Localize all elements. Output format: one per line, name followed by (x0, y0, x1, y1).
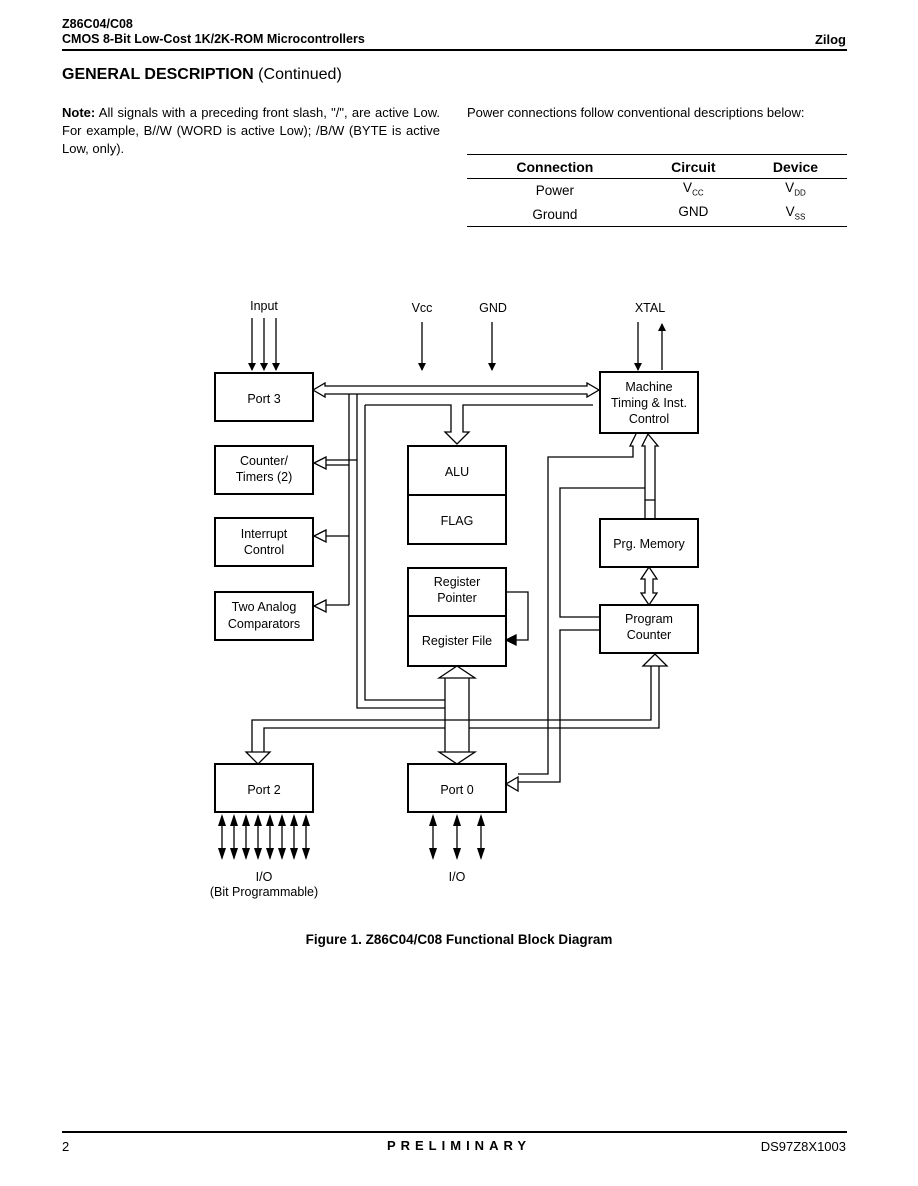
label-machine-line3: Control (629, 412, 669, 426)
section-title-main: GENERAL DESCRIPTION (62, 66, 254, 83)
block-port3 (214, 372, 314, 422)
label-io-left: I/O (256, 870, 273, 884)
power-table-header: Connection Circuit Device (467, 154, 847, 179)
label-port0: Port 0 (440, 783, 473, 797)
power-circuit-base: GND (678, 203, 709, 219)
label-analog-line1: Two Analog (232, 600, 297, 614)
power-row: Power VCC VDD (467, 179, 847, 203)
bus-lines (244, 381, 669, 793)
label-input: Input (250, 299, 278, 313)
label-interrupt-line1: Interrupt (241, 527, 288, 541)
power-circuit-sub: CC (692, 188, 704, 198)
power-device: VDD (744, 179, 847, 203)
header-subtitle: CMOS 8-Bit Low-Cost 1K/2K-ROM Microcontr… (62, 32, 365, 46)
port0-io-arrows (429, 814, 485, 860)
block-counter (214, 445, 314, 495)
label-io-left-sub: (Bit Programmable) (210, 885, 318, 899)
power-circuit: GND (642, 202, 744, 228)
power-col-connection: Connection (467, 154, 643, 179)
power-col-device: Device (743, 154, 847, 179)
label-pc-line2: Counter (627, 628, 671, 642)
input-arrows (248, 318, 666, 371)
section-title-continued: (Continued) (253, 66, 342, 83)
power-device: VSS (743, 202, 847, 228)
power-table: Connection Circuit Device Power VCC VDD … (467, 154, 847, 228)
power-connection: Ground (467, 202, 643, 228)
power-device-sub: DD (794, 188, 806, 198)
power-col-circuit: Circuit (642, 154, 744, 179)
footer-doc-number: DS97Z8X1003 (760, 1139, 846, 1154)
label-counter-line2: Timers (2) (236, 470, 292, 484)
label-regfile: Register File (422, 634, 492, 648)
label-prgmem: Prg. Memory (613, 537, 685, 551)
label-flag: FLAG (441, 514, 474, 528)
port2-io-arrows (218, 814, 310, 860)
footer-rule (62, 1131, 847, 1133)
figure-caption: Figure 1. Z86C04/C08 Functional Block Di… (305, 932, 613, 947)
note-paragraph: Note: All signals with a preceding front… (62, 104, 440, 158)
label-analog-line2: Comparators (228, 617, 300, 631)
header-part-number: Z86C04/C08 (62, 17, 133, 31)
power-device-sub: SS (794, 212, 806, 222)
header-rule (62, 49, 847, 51)
section-title: GENERAL DESCRIPTION (Continued) (62, 66, 342, 84)
footer-status: PRELIMINARY (386, 1138, 532, 1153)
footer-page-number: 2 (62, 1139, 70, 1154)
block-port2 (214, 763, 314, 813)
blocks (214, 371, 699, 813)
note-label: Note: (62, 105, 96, 120)
label-machine-line1: Machine (625, 380, 672, 394)
label-machine-line2: Timing & Inst. (611, 396, 687, 410)
note-text: All signals with a preceding front slash… (62, 105, 440, 156)
power-row: Ground GND VSS (467, 202, 847, 228)
label-pc-line1: Program (625, 612, 673, 626)
power-intro: Power connections follow conventional de… (467, 105, 805, 120)
block-analog (214, 591, 314, 641)
label-io-right: I/O (449, 870, 466, 884)
power-circuit: VCC (643, 179, 744, 203)
power-circuit-base: V (683, 180, 693, 195)
label-counter-line1: Counter/ (240, 454, 288, 468)
power-device-base: V (785, 180, 795, 195)
power-device-base: V (785, 203, 795, 219)
block-interrupt (214, 517, 314, 567)
label-port3: Port 3 (247, 392, 280, 406)
power-connection: Power (535, 182, 574, 198)
label-port2: Port 2 (247, 783, 280, 797)
label-xtal: XTAL (635, 301, 665, 315)
header-brand: Zilog (814, 32, 846, 47)
label-regptr-line2: Pointer (437, 591, 477, 605)
block-machine (599, 371, 699, 434)
label-interrupt-line2: Control (244, 543, 284, 557)
label-vcc: Vcc (412, 301, 433, 315)
label-gnd: GND (479, 301, 507, 315)
label-alu: ALU (445, 465, 469, 479)
label-regptr-line1: Register (434, 575, 481, 589)
